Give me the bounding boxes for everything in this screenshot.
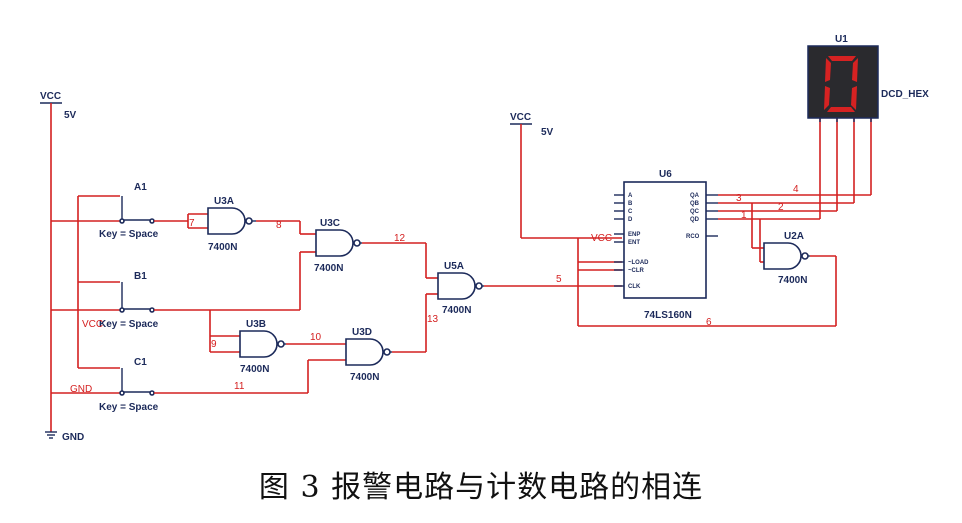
net-10-label: 10 — [310, 332, 322, 343]
svg-text:RCO: RCO — [686, 234, 700, 240]
net-5-label: 5 — [556, 274, 562, 285]
circuit-schematic: VCC 5V A1 Key = Space B1 Key = Space — [40, 34, 929, 443]
vcc-left-voltage: 5V — [64, 110, 77, 121]
switch-c1-key: Key = Space — [99, 402, 159, 413]
switch-c1-name: C1 — [134, 357, 147, 368]
net-6-label: 6 — [706, 317, 712, 328]
vcc-right-label: VCC — [510, 112, 531, 123]
switch-a1[interactable]: A1 Key = Space — [99, 182, 188, 240]
vcc-source-left: VCC 5V — [40, 91, 77, 121]
counter-u6: U6 74LS160N A B C D ENP ENT ~LOAD ~CLR C… — [614, 169, 718, 321]
svg-text:QA: QA — [690, 193, 700, 199]
left-wiring — [50, 112, 120, 432]
gate-u5a-part: 7400N — [442, 305, 471, 316]
gate-u3b: U3B 7400N — [239, 319, 286, 375]
hex-display-part: DCD_HEX — [881, 89, 929, 100]
svg-text:QC: QC — [690, 209, 700, 215]
svg-text:QD: QD — [690, 217, 700, 223]
switch-a1-key: Key = Space — [99, 229, 159, 240]
svg-text:A: A — [628, 193, 633, 199]
switch-b1-key: Key = Space — [99, 319, 159, 330]
vcc-net-left-label: VCC — [82, 319, 103, 330]
gate-u3c: U3C 7400N — [314, 218, 362, 274]
vcc-source-right: VCC 5V — [510, 112, 622, 239]
net-11-label: 11 — [234, 381, 245, 392]
svg-text:ENT: ENT — [628, 240, 640, 246]
net-13-label: 13 — [427, 314, 439, 325]
gate-u3a-part: 7400N — [208, 242, 237, 253]
gnd-net-left-label: GND — [70, 384, 92, 395]
svg-text:B: B — [628, 201, 633, 207]
svg-text:ENP: ENP — [628, 232, 640, 238]
gate-u3a: U3A 7400N — [207, 196, 256, 253]
gate-wiring — [187, 213, 622, 393]
svg-text:~CLR: ~CLR — [628, 268, 645, 274]
display-wiring — [718, 118, 872, 263]
counter-u6-name: U6 — [659, 169, 672, 180]
gate-u3d-part: 7400N — [350, 372, 379, 383]
figure-caption: 图 3 报警电路与计数电路的相连 — [258, 470, 704, 505]
gate-u5a: U5A 7400N — [437, 261, 484, 316]
svg-text:D: D — [628, 217, 633, 223]
gate-u3d-name: U3D — [352, 327, 372, 338]
net-9-label: 9 — [211, 339, 217, 350]
gate-u2a: U2A 7400N — [763, 231, 810, 286]
svg-text:C: C — [628, 209, 633, 215]
vcc-right-voltage: 5V — [541, 127, 554, 138]
switch-b1[interactable]: B1 Key = Space — [99, 271, 210, 330]
net-4-label: 4 — [793, 184, 799, 195]
net-12-label: 12 — [394, 233, 406, 244]
net-3-label: 3 — [736, 193, 742, 204]
switch-a1-name: A1 — [134, 182, 147, 193]
gate-u3d: U3D 7400N — [345, 327, 392, 383]
ground-symbol: GND — [45, 431, 84, 443]
hex-display-name: U1 — [835, 34, 848, 45]
gate-u3b-name: U3B — [246, 319, 266, 330]
net-8-label: 8 — [276, 220, 282, 231]
vcc-left-label: VCC — [40, 91, 61, 102]
net-7-label: 7 — [189, 218, 195, 229]
svg-text:CLK: CLK — [628, 284, 641, 290]
gate-u2a-name: U2A — [784, 231, 804, 242]
counter-u6-part: 74LS160N — [644, 310, 692, 321]
svg-text:QB: QB — [690, 201, 700, 207]
seven-segment-digit — [824, 56, 858, 112]
gate-u3a-name: U3A — [214, 196, 234, 207]
net-2-label: 2 — [778, 202, 784, 213]
net-1-label: 1 — [741, 210, 747, 221]
gate-u3c-name: U3C — [320, 218, 340, 229]
svg-text:~LOAD: ~LOAD — [628, 260, 649, 266]
vcc-net-counter-label: VCC — [591, 233, 612, 244]
hex-display-u1: U1 DCD_HEX — [807, 34, 929, 122]
switch-c1[interactable]: C1 Key = Space — [99, 357, 308, 413]
gate-u3c-part: 7400N — [314, 263, 343, 274]
gnd-label: GND — [62, 432, 84, 443]
switch-b1-name: B1 — [134, 271, 147, 282]
gate-u3b-part: 7400N — [240, 364, 269, 375]
gate-u5a-name: U5A — [444, 261, 464, 272]
gate-u2a-part: 7400N — [778, 275, 807, 286]
